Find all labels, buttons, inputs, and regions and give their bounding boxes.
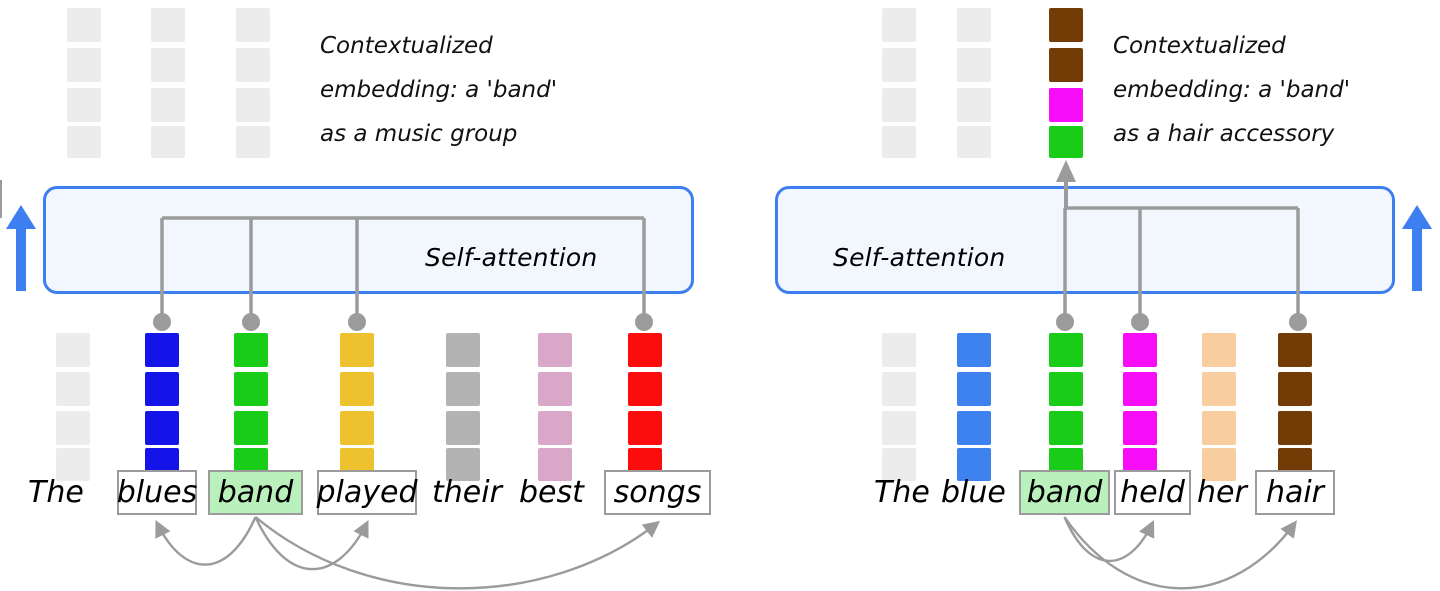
- token-embedding-cell: [1202, 333, 1236, 367]
- placeholder-cell: [236, 48, 270, 82]
- token-embedding-cell: [538, 372, 572, 406]
- token-embedding-cell: [1278, 333, 1312, 367]
- token-box[interactable]: songs: [604, 470, 711, 515]
- attention-arcs: [155, 516, 661, 590]
- self-attention-box: [43, 186, 694, 294]
- token-embedding-cell: [56, 333, 90, 367]
- token-embedding-cell: [1049, 411, 1083, 445]
- attention-arcs: [1063, 516, 1297, 590]
- token-box[interactable]: blues: [117, 470, 197, 515]
- output-embedding-cell: [1049, 48, 1083, 82]
- token-embedding-cell: [628, 372, 662, 406]
- placeholder-cell: [882, 48, 916, 82]
- token-embedding-cell: [1049, 333, 1083, 367]
- token-embedding-cell: [957, 411, 991, 445]
- placeholder-cell: [957, 126, 991, 158]
- placeholder-cell: [236, 126, 270, 158]
- token-box[interactable]: played: [317, 470, 418, 515]
- token-embedding-cell: [1049, 372, 1083, 406]
- token-embedding-cell: [56, 448, 90, 481]
- token-word: her: [1197, 475, 1247, 510]
- layer-direction-arrow: [6, 205, 36, 291]
- placeholder-cell: [151, 126, 185, 158]
- token-embedding-cell: [145, 411, 179, 445]
- self-attention-label: Self-attention: [425, 243, 598, 272]
- placeholder-cell: [957, 48, 991, 82]
- token-embedding-cell: [234, 333, 268, 367]
- token-embedding-cell: [56, 372, 90, 406]
- token-embedding-cell: [882, 411, 916, 445]
- token-box[interactable]: held: [1114, 470, 1191, 515]
- token-embedding-cell: [234, 372, 268, 406]
- token-embedding-cell: [538, 411, 572, 445]
- token-embedding-cell: [446, 448, 480, 481]
- token-embedding-cell: [628, 411, 662, 445]
- token-embedding-cell: [145, 333, 179, 367]
- token-word: their: [432, 475, 502, 510]
- token-word: blue: [941, 475, 1006, 510]
- token-embedding-cell: [446, 333, 480, 367]
- output-embedding-cell: [1049, 126, 1083, 158]
- placeholder-cell: [67, 126, 101, 158]
- token-embedding-cell: [1202, 372, 1236, 406]
- placeholder-cell: [151, 88, 185, 122]
- token-word: The: [874, 475, 930, 510]
- token-box-focus[interactable]: band: [1019, 470, 1110, 515]
- token-word: best: [519, 475, 584, 510]
- token-embedding-cell: [340, 372, 374, 406]
- caption-line: Contextualized: [1113, 33, 1286, 59]
- placeholder-cell: [957, 8, 991, 42]
- caption-line: as a hair accessory: [1113, 121, 1335, 147]
- caption-line: embedding: a 'band': [320, 77, 558, 103]
- layer-direction-arrow: [1402, 205, 1432, 291]
- placeholder-cell: [151, 48, 185, 82]
- token-embedding-cell: [1202, 448, 1236, 481]
- caption-line: embedding: a 'band': [1113, 77, 1351, 103]
- token-embedding-cell: [340, 333, 374, 367]
- placeholder-cell: [236, 88, 270, 122]
- token-embedding-cell: [882, 448, 916, 481]
- token-embedding-cell: [234, 411, 268, 445]
- token-embedding-cell: [1123, 372, 1157, 406]
- placeholder-cell: [151, 8, 185, 42]
- placeholder-cell: [882, 88, 916, 122]
- placeholder-cell: [236, 8, 270, 42]
- token-embedding-cell: [538, 333, 572, 367]
- token-embedding-cell: [1202, 411, 1236, 445]
- placeholder-cell: [882, 8, 916, 42]
- token-embedding-cell: [957, 448, 991, 481]
- placeholder-cell: [67, 48, 101, 82]
- token-embedding-cell: [1123, 333, 1157, 367]
- token-embedding-cell: [56, 411, 90, 445]
- token-embedding-cell: [1278, 372, 1312, 406]
- token-embedding-cell: [628, 333, 662, 367]
- token-box-focus[interactable]: band: [208, 470, 303, 515]
- placeholder-cell: [67, 88, 101, 122]
- output-embedding-cell: [1049, 8, 1083, 42]
- token-embedding-cell: [1278, 411, 1312, 445]
- token-embedding-cell: [1123, 411, 1157, 445]
- token-embedding-cell: [340, 411, 374, 445]
- token-embedding-cell: [882, 333, 916, 367]
- token-embedding-cell: [957, 372, 991, 406]
- placeholder-cell: [67, 8, 101, 42]
- token-embedding-cell: [957, 333, 991, 367]
- self-attention-box: [775, 186, 1395, 294]
- caption: Contextualized embedding: a 'band' as a ha…: [1113, 24, 1350, 156]
- token-embedding-cell: [145, 372, 179, 406]
- token-box[interactable]: hair: [1255, 470, 1335, 515]
- self-attention-label: Self-attention: [833, 243, 1006, 272]
- token-embedding-cell: [446, 372, 480, 406]
- caption-line: as a music group: [320, 121, 518, 147]
- placeholder-cell: [957, 88, 991, 122]
- token-embedding-cell: [538, 448, 572, 481]
- placeholder-cell: [882, 126, 916, 158]
- token-word: The: [28, 475, 84, 510]
- token-embedding-cell: [882, 372, 916, 406]
- output-embedding-cell: [1049, 88, 1083, 122]
- caption-line: Contextualized: [320, 33, 493, 59]
- caption: Contextualized embedding: a 'band' as a mu…: [320, 24, 557, 156]
- token-embedding-cell: [446, 411, 480, 445]
